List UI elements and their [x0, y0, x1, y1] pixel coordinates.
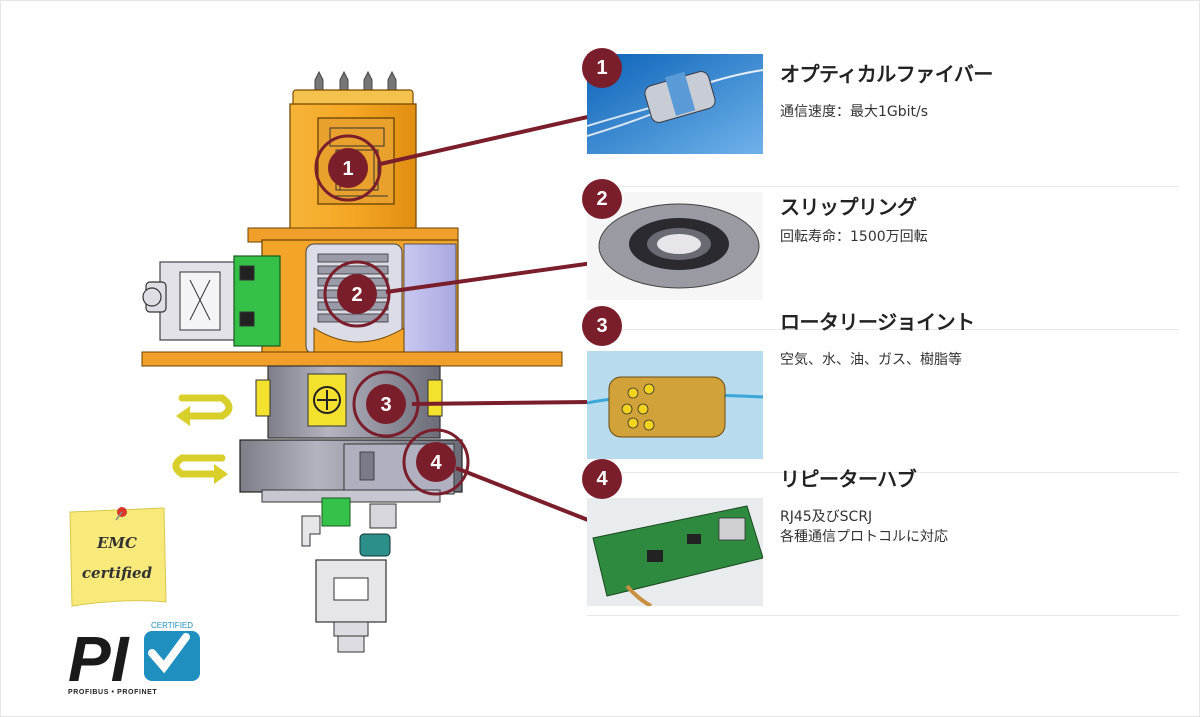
pi-letters: PI: [68, 623, 130, 689]
teal-fitting: [359, 533, 391, 557]
sticky-note-line-2: certified: [81, 564, 153, 582]
certified-ribbon-text: CERTIFIED: [151, 621, 193, 630]
feature-item-rotary-joint: 3 ロータリージョイント 空気、水、油、ガス、樹脂等: [582, 306, 1179, 473]
rotary-joint-section: [267, 365, 441, 439]
feature-item-optical-fiber: 1 オプティカルファイバー 通信速度：最大1Gbit/s: [582, 44, 1179, 187]
optical-fiber-thumbnail: [587, 54, 763, 162]
feature-number-badge: 4: [582, 459, 622, 499]
feature-description: 空気、水、油、ガス、樹脂等: [780, 352, 962, 368]
small-connector: [369, 503, 397, 529]
feature-title: オプティカルファイバー: [780, 62, 993, 86]
pi-logo-caption: PROFIBUS • PROFINET: [68, 689, 158, 696]
sticky-note-paper: [69, 507, 167, 607]
sticky-note-line-1: EMC: [97, 534, 137, 552]
bottom-coupling: [333, 621, 369, 653]
checkmark-icon: [148, 633, 190, 674]
feature-number-badge: 1: [582, 48, 622, 88]
feature-description: 回転寿命：1500万回転: [780, 229, 928, 245]
pi-logo-mark: PI CERTIFIED: [68, 621, 200, 695]
feature-title: スリップリング: [780, 195, 917, 219]
feature-title: リピーターハブ: [780, 467, 917, 491]
pi-certified-logo: PI CERTIFIED: [68, 617, 200, 699]
rotation-arrowheads: [176, 406, 228, 484]
feature-number-badge: 3: [582, 306, 622, 346]
cable-gland: [142, 281, 167, 313]
feature-title: ロータリージョイント: [780, 310, 975, 334]
side-cover: [403, 243, 457, 355]
lower-flange: [261, 489, 441, 503]
feature-number-badge: 2: [582, 179, 622, 219]
emc-certified-sticky-note: EMC certified: [66, 506, 168, 609]
rotary-union-assembly-illustration: [141, 70, 563, 653]
rotary-joint-thumbnail: [587, 351, 763, 459]
green-connector: [321, 497, 351, 527]
repeater-hub-thumbnail: [587, 498, 763, 606]
chamber-lower-bowl: [313, 327, 405, 355]
feature-description-line-1: RJ45及びSCRJ: [780, 509, 873, 525]
feature-item-slip-ring: 2 スリップリング 回転寿命：1500万回転: [582, 179, 1179, 330]
side-fitting: [255, 379, 271, 417]
side-fitting-right: [427, 379, 443, 417]
fiber-window: [317, 117, 395, 205]
feature-description-line-2: 各種通信プロトコルに対応: [780, 529, 948, 545]
mounting-plate: [141, 351, 563, 367]
connector-details: [179, 265, 255, 331]
rotation-arrow-icon: [172, 394, 233, 478]
top-bolts: [314, 70, 397, 96]
slip-ring-thumbnail: [587, 192, 763, 300]
feature-item-repeater-hub: 4 リピーターハブ RJ45及びSCRJ 各種通信プロトコルに対応: [582, 459, 1179, 616]
feature-description: 通信速度：最大1Gbit/s: [780, 104, 929, 120]
bracket: [301, 515, 321, 547]
feature-list: 1 オプティカルファイバー 通信速度：最大1Gbit/s 2 スリップリング 回…: [582, 44, 1179, 616]
